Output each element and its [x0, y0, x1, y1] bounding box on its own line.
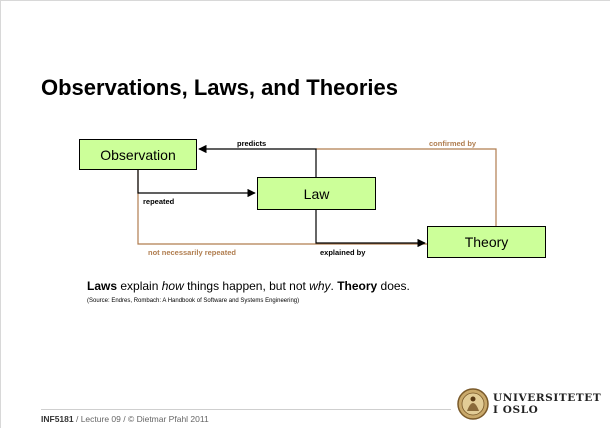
slide-title: Observations, Laws, and Theories [41, 75, 398, 100]
edge-confirmed-by [316, 148, 497, 226]
edge-explained-by [315, 210, 426, 248]
statement-theory: Theory [337, 279, 378, 293]
statement-laws: Laws [87, 279, 118, 293]
node-observation: Observation [79, 139, 197, 170]
university-seal-icon [457, 388, 489, 420]
edge-predicts [198, 144, 317, 177]
footer-course: INF5181 [41, 414, 74, 424]
university-name: UNIVERSITETET I OSLO [493, 392, 601, 416]
statement-how: how [161, 279, 184, 293]
statement-part3: . [330, 279, 338, 293]
logo-line2: I OSLO [493, 404, 539, 416]
node-theory: Theory [427, 226, 546, 258]
university-logo: UNIVERSITETET I OSLO [456, 384, 610, 429]
statement-part1: explain [117, 279, 162, 293]
footer-divider [41, 409, 451, 410]
edge-not-necessarily-repeated [137, 170, 427, 245]
statement-part4: does. [377, 279, 410, 293]
statement-why: why [309, 279, 331, 293]
label-predicts: predicts [237, 139, 267, 148]
footer-text: INF5181 / Lecture 09 / © Dietmar Pfahl 2… [41, 414, 209, 424]
edge-repeated [137, 170, 256, 198]
label-not-necessarily-repeated: not necessarily repeated [148, 248, 236, 257]
source-citation: (Source: Endres, Rombach: A Handbook of … [87, 298, 300, 304]
label-repeated: repeated [143, 197, 175, 206]
label-explained-by: explained by [320, 248, 366, 257]
node-law: Law [257, 177, 376, 210]
statement-part2: things happen, but not [183, 279, 310, 293]
footer-rest: / Lecture 09 / © Dietmar Pfahl 2011 [73, 414, 209, 424]
statement-text: Laws explain how things happen, but not … [87, 279, 410, 293]
label-confirmed-by: confirmed by [429, 139, 477, 148]
logo-line1: UNIVERSITETET [493, 392, 602, 404]
